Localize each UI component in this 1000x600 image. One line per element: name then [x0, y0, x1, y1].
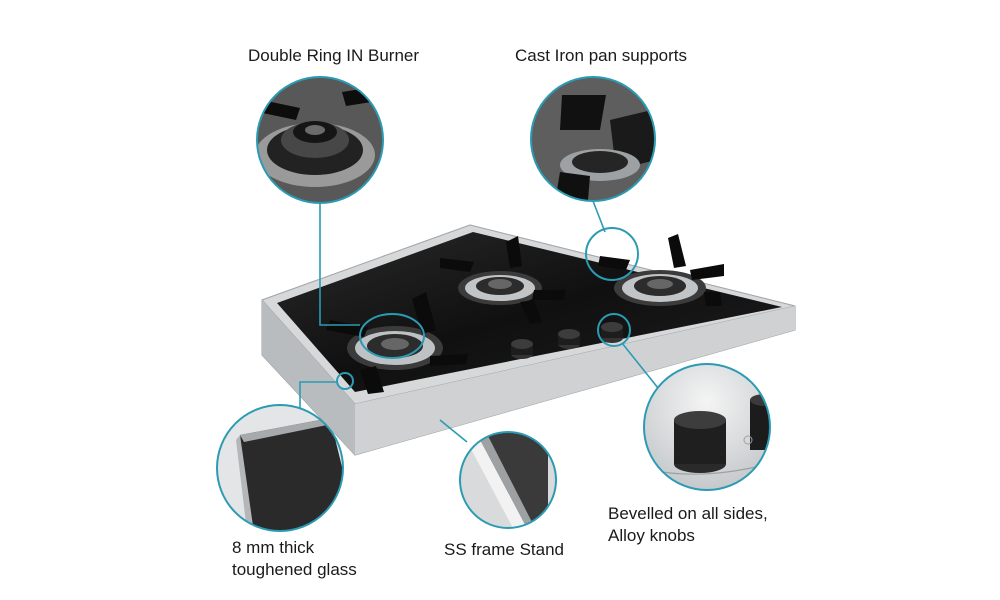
zoom-double-ring-burner: [256, 76, 384, 204]
pan-support-icon: [440, 236, 566, 324]
label-ss-frame-stand: SS frame Stand: [444, 539, 564, 561]
control-knob-icon: [649, 394, 770, 475]
label-text: Double Ring IN Burner: [248, 46, 420, 65]
label-cast-iron-pan-supports: Cast Iron pan supports: [515, 45, 687, 67]
label-double-ring-burner: Double Ring IN Burner: [248, 45, 419, 67]
label-text: Cast Iron pan supports: [515, 46, 687, 65]
callout-highlights: [336, 227, 639, 390]
label-line-1: 8 mm thick: [232, 538, 315, 557]
label-text: SS frame Stand: [444, 540, 565, 559]
pan-support-icon: [598, 234, 724, 306]
zoom-alloy-knobs: [643, 363, 771, 491]
zoom-ss-frame-stand: [459, 431, 557, 529]
label-alloy-knobs: Bevelled on all sides, Alloy knobs: [608, 503, 768, 547]
control-knob-icon[interactable]: [558, 329, 580, 349]
burner-middle: [440, 236, 566, 324]
gas-burner-icon: [257, 77, 383, 203]
label-line-2: Alloy knobs: [608, 526, 695, 545]
label-line-1: Bevelled on all sides,: [608, 504, 768, 523]
callout-lines: [299, 200, 659, 443]
burner-left: [326, 292, 468, 394]
label-line-2: toughened glass: [232, 560, 357, 579]
label-toughened-glass: 8 mm thick toughened glass: [232, 537, 357, 581]
zoom-cast-iron-pan-supports: [530, 76, 656, 202]
pan-support-icon: [531, 77, 655, 201]
control-knob-icon[interactable]: [511, 339, 533, 359]
control-knob-icon[interactable]: [601, 322, 623, 343]
frame-front-panel: [355, 306, 795, 455]
zoom-toughened-glass: [216, 404, 344, 532]
burner-right: [598, 234, 724, 306]
